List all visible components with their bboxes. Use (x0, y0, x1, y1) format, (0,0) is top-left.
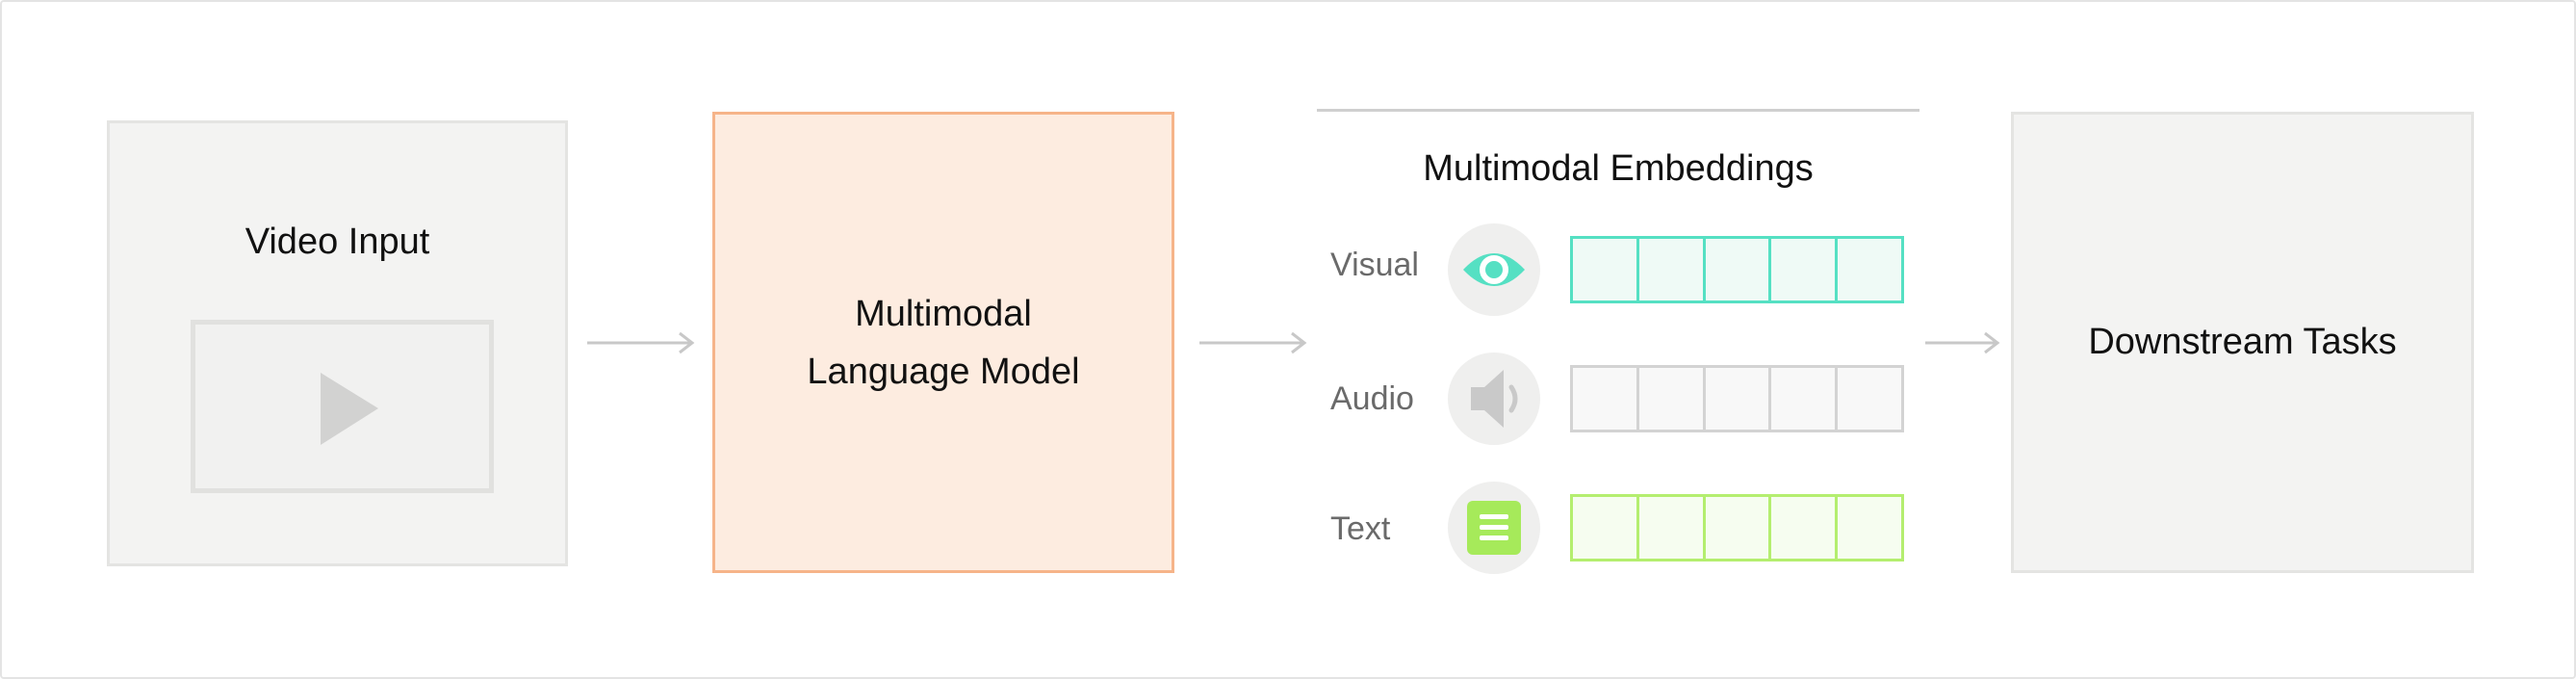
embedding-cell (1573, 239, 1639, 300)
downstream-title: Downstream Tasks (2088, 322, 2397, 362)
text-embedding-cells (1570, 494, 1904, 561)
embedding-cell (1573, 497, 1639, 559)
embedding-cell (1771, 239, 1839, 300)
embedding-cell (1705, 497, 1772, 559)
arrow-2 (1199, 331, 1307, 354)
audio-embedding-cells (1570, 365, 1904, 432)
model-title-line1: Multimodal (855, 293, 1032, 334)
audio-icon-circle (1448, 353, 1540, 445)
embedding-cell (1838, 239, 1901, 300)
visual-icon-circle (1448, 223, 1540, 316)
model-title-line2: Language Model (807, 351, 1080, 392)
embedding-cell (1771, 497, 1839, 559)
arrow-3 (1925, 331, 2000, 354)
embedding-cell (1705, 368, 1772, 430)
embedding-cell (1638, 239, 1706, 300)
document-icon (1467, 501, 1521, 555)
row-label-visual: Visual (1330, 247, 1419, 283)
embedding-cell (1838, 497, 1901, 559)
embedding-cell (1771, 368, 1839, 430)
arrow-1 (587, 331, 695, 354)
embedding-cell (1638, 368, 1706, 430)
embedding-cell (1705, 239, 1772, 300)
eye-icon (1463, 253, 1525, 286)
speaker-icon (1471, 370, 1518, 428)
embeddings-title: Multimodal Embeddings (1423, 148, 1814, 189)
video-player (191, 320, 494, 493)
text-icon-circle (1448, 482, 1540, 574)
visual-embedding-cells (1570, 236, 1904, 303)
downstream-tasks-box: Downstream Tasks (2011, 112, 2474, 573)
embedding-cell (1838, 368, 1901, 430)
row-label-text: Text (1330, 510, 1391, 547)
row-label-audio: Audio (1330, 380, 1414, 417)
embedding-cell (1573, 368, 1639, 430)
video-input-title: Video Input (245, 222, 430, 262)
embeddings-divider (1317, 109, 1919, 112)
play-icon (321, 373, 378, 445)
language-model-box: Multimodal Language Model (712, 112, 1174, 573)
video-input-box: Video Input (107, 120, 568, 566)
embedding-cell (1638, 497, 1706, 559)
